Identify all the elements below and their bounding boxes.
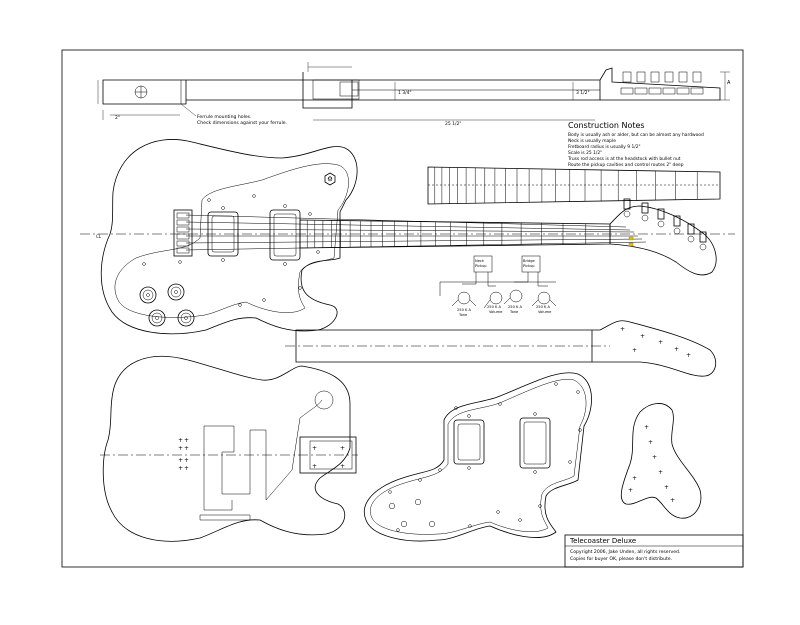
svg-text:+: +	[632, 475, 637, 482]
svg-text:+: +	[312, 445, 317, 452]
svg-text:+: +	[670, 497, 675, 504]
pickguard-template	[364, 372, 592, 542]
svg-text:+: +	[686, 352, 691, 359]
svg-text:+: +	[620, 326, 625, 333]
svg-text:+: +	[340, 463, 345, 470]
notes-line-3: Fretboard radius is usually 9 1/2"	[568, 144, 641, 150]
pot1-label: Tone	[458, 313, 468, 317]
ferrule-note-line1: Ferrule mounting holes.	[197, 114, 252, 120]
svg-text:+: +	[312, 463, 317, 470]
wiring-diagram	[439, 255, 557, 309]
svg-text:+: +	[628, 487, 633, 494]
svg-text:+: +	[648, 439, 653, 446]
pot3-value: 250 K A	[508, 305, 523, 309]
notes-line-1: Body is usually ash or alder, but can be…	[568, 132, 704, 138]
body-routing-template: ++ ++ ++ ++ ++ ++	[100, 356, 358, 542]
pot1-value: 250 K A	[457, 308, 472, 312]
svg-text:+: +	[644, 424, 649, 431]
svg-text:+: +	[658, 339, 663, 346]
svg-text:+: +	[178, 445, 183, 452]
assembled-guitar	[80, 139, 735, 335]
wiring-neck-label-1: Neck	[475, 259, 485, 263]
svg-text:+: +	[632, 347, 637, 354]
pot2-value: 250 K A	[487, 305, 502, 309]
svg-text:+: +	[178, 457, 183, 464]
pot4-label: Volume	[538, 310, 552, 314]
fretboard-plan	[427, 166, 721, 205]
title-block-license: Copies for buyer OK, please don't distri…	[570, 556, 672, 562]
wiring-neck-label-2: Pickup	[475, 264, 487, 268]
wiring-bridge-label-1: Bridge	[523, 259, 536, 263]
dim-side-mark: A	[727, 80, 731, 86]
notes-line-6: Route the pickup cavities and control ro…	[568, 162, 684, 168]
svg-text:+: +	[178, 437, 183, 444]
svg-text:+: +	[184, 445, 189, 452]
notes-title: Construction Notes	[568, 121, 645, 130]
svg-text:+: +	[184, 457, 189, 464]
pot2-label: Volume	[489, 310, 503, 314]
svg-text:+: +	[664, 484, 669, 491]
svg-text:+: +	[640, 333, 645, 340]
notes-line-4: Scale is 25 1/2"	[568, 150, 602, 156]
ferrule-note-line2: Check dimensions against your ferrule.	[197, 120, 287, 126]
svg-text:+: +	[674, 346, 679, 353]
title-block-copyright: Copyright 2006, Jake Unden, all rights r…	[570, 549, 680, 555]
notes-line-2: Neck is usually maple	[568, 138, 616, 144]
body-centerline-mark: CL	[96, 234, 102, 239]
notes-line-5: Truss rod access is at the headstock wit…	[567, 156, 681, 162]
dim-top-neck: 1 3/4"	[398, 90, 412, 96]
title-block-title: Telecoaster Deluxe	[569, 537, 636, 545]
headstock-template: +++ +++ ++	[620, 403, 702, 519]
neck-plan: +++ +++	[285, 320, 717, 377]
dim-top-small: 2"	[115, 115, 120, 121]
title-block	[564, 534, 744, 568]
dim-top-length: 25 1/2"	[445, 121, 461, 127]
wiring-bridge-label-2: Pickup	[523, 264, 535, 268]
svg-text:+: +	[652, 454, 657, 461]
svg-text:+: +	[340, 445, 345, 452]
neck-side-profile	[97, 62, 730, 121]
pot3-label: Tone	[509, 310, 519, 314]
svg-text:+: +	[184, 465, 189, 472]
svg-text:+: +	[178, 465, 183, 472]
svg-text:+: +	[658, 469, 663, 476]
drawing-border	[61, 49, 744, 568]
pot4-value: 250 K A	[536, 305, 551, 309]
dim-top-head: 3 1/2"	[576, 90, 590, 96]
svg-text:+: +	[184, 437, 189, 444]
